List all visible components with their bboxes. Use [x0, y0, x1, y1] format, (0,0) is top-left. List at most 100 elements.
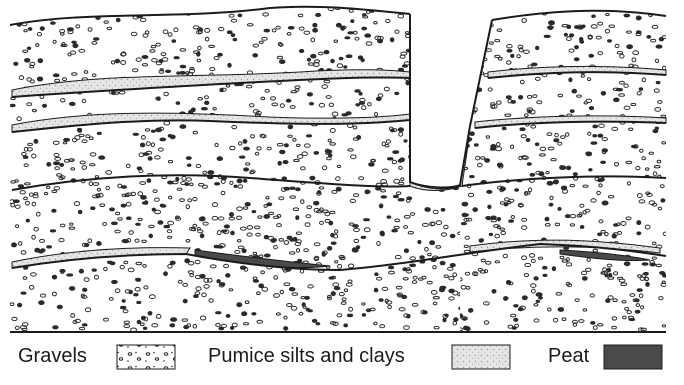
gravel-pebble — [170, 324, 175, 327]
gravel-pebble — [176, 177, 179, 180]
gravel-pebble — [387, 216, 391, 218]
gravel-pebble — [134, 294, 138, 296]
gravel-pebble — [561, 186, 566, 190]
gravel-pebble — [324, 50, 329, 53]
gravel-pebble — [515, 189, 519, 192]
gravel-pebble — [287, 236, 292, 239]
gravel-pebble — [312, 319, 317, 322]
gravel-pebble — [469, 110, 473, 113]
gravel-pebble — [224, 225, 229, 228]
gravel-pebble — [174, 57, 179, 59]
gravel-pebble — [314, 201, 319, 205]
gravel-pebble — [222, 230, 227, 232]
gravel-pebble — [283, 161, 288, 164]
gravel-pebble — [416, 66, 422, 68]
gravel-pebble — [406, 81, 410, 85]
gravel-pebble — [650, 263, 656, 266]
gravel-pebble — [200, 274, 205, 278]
gravel-pebble — [474, 34, 479, 37]
gravel-pebble — [26, 219, 29, 222]
gravel-pebble — [590, 6, 596, 10]
gravel-pebble — [470, 48, 475, 51]
gravel-pebble — [378, 39, 383, 43]
gravel-pebble — [509, 220, 514, 222]
gravel-pebble — [60, 163, 64, 166]
gravel-pebble — [362, 314, 365, 317]
gravel-pebble — [359, 93, 362, 96]
gravel-pebble — [455, 68, 459, 71]
gravel-pebble — [112, 280, 118, 283]
gravel-pebble — [148, 157, 152, 161]
gravel-pebble — [446, 167, 450, 170]
gravel-pebble — [67, 274, 73, 276]
gravel-pebble — [157, 97, 160, 101]
gravel-pebble — [646, 282, 650, 286]
gravel-pebble — [659, 38, 663, 41]
gravel-pebble — [601, 178, 604, 181]
gravel-pebble — [592, 15, 596, 17]
gravel-pebble — [358, 56, 362, 59]
gravel-pebble — [580, 226, 584, 229]
gravel-pebble — [99, 156, 105, 159]
gravel-pebble — [280, 150, 285, 153]
gravel-pebble — [331, 59, 335, 62]
gravel-pebble — [423, 311, 427, 314]
gravel-pebble — [361, 236, 366, 238]
gravel-pebble — [549, 203, 553, 206]
gravel-pebble — [514, 305, 518, 307]
gravel-pebble — [492, 290, 496, 294]
gravel-pebble — [237, 303, 242, 307]
gravel-pebble — [446, 151, 451, 154]
gravel-pebble — [553, 180, 558, 184]
gravel-pebble — [290, 187, 295, 189]
gravel-pebble — [398, 159, 403, 162]
gravel-pebble — [441, 22, 445, 24]
gravel-pebble — [519, 96, 523, 100]
gravel-pebble — [27, 47, 30, 49]
gravel-pebble — [443, 150, 447, 153]
gravel-pebble — [327, 247, 331, 251]
gravel-pebble — [122, 240, 128, 243]
gravel-pebble — [461, 223, 466, 225]
gravel-pebble — [591, 142, 597, 144]
gravel-pebble — [635, 310, 640, 313]
gravel-pebble — [390, 129, 394, 132]
gravel-pebble — [91, 207, 95, 210]
gravel-pebble — [121, 204, 126, 207]
gravel-pebble — [176, 102, 180, 105]
gravel-pebble — [439, 82, 442, 84]
gravel-pebble — [37, 77, 42, 81]
gravel-pebble — [151, 130, 155, 132]
gravel-pebble — [511, 54, 514, 57]
gravel-pebble — [536, 46, 539, 49]
right-block — [458, 0, 668, 385]
gravel-pebble — [39, 301, 44, 305]
gravel-pebble — [416, 17, 421, 20]
gravel-pebble — [316, 13, 321, 16]
gravel-pebble — [234, 185, 237, 187]
legend-pumice-swatch — [452, 345, 510, 369]
gravel-pebble — [450, 264, 455, 267]
gravel-pebble — [432, 70, 436, 73]
gravel-pebble — [21, 292, 26, 294]
gravel-pebble — [593, 125, 598, 128]
gravel-pebble — [393, 195, 398, 198]
gravel-pebble — [141, 5, 146, 9]
gravel-pebble — [636, 16, 641, 20]
gravel-pebble — [479, 239, 483, 242]
gravel-pebble — [366, 309, 370, 312]
gravel-pebble — [653, 130, 658, 133]
gravel-pebble — [661, 199, 665, 202]
gravel-pebble — [395, 92, 399, 94]
gravel-pebble — [427, 86, 432, 89]
gravel-pebble — [286, 99, 291, 102]
gravel-pebble — [64, 138, 70, 141]
gravel-pebble — [574, 58, 579, 61]
gravel-pebble — [647, 36, 651, 39]
gravel-pebble — [278, 161, 281, 165]
gravel-pebble — [69, 287, 74, 291]
gravel-pebble — [522, 4, 526, 7]
gravel-pebble — [185, 183, 189, 186]
gravel-pebble — [10, 104, 15, 106]
gravel-pebble — [240, 156, 245, 158]
